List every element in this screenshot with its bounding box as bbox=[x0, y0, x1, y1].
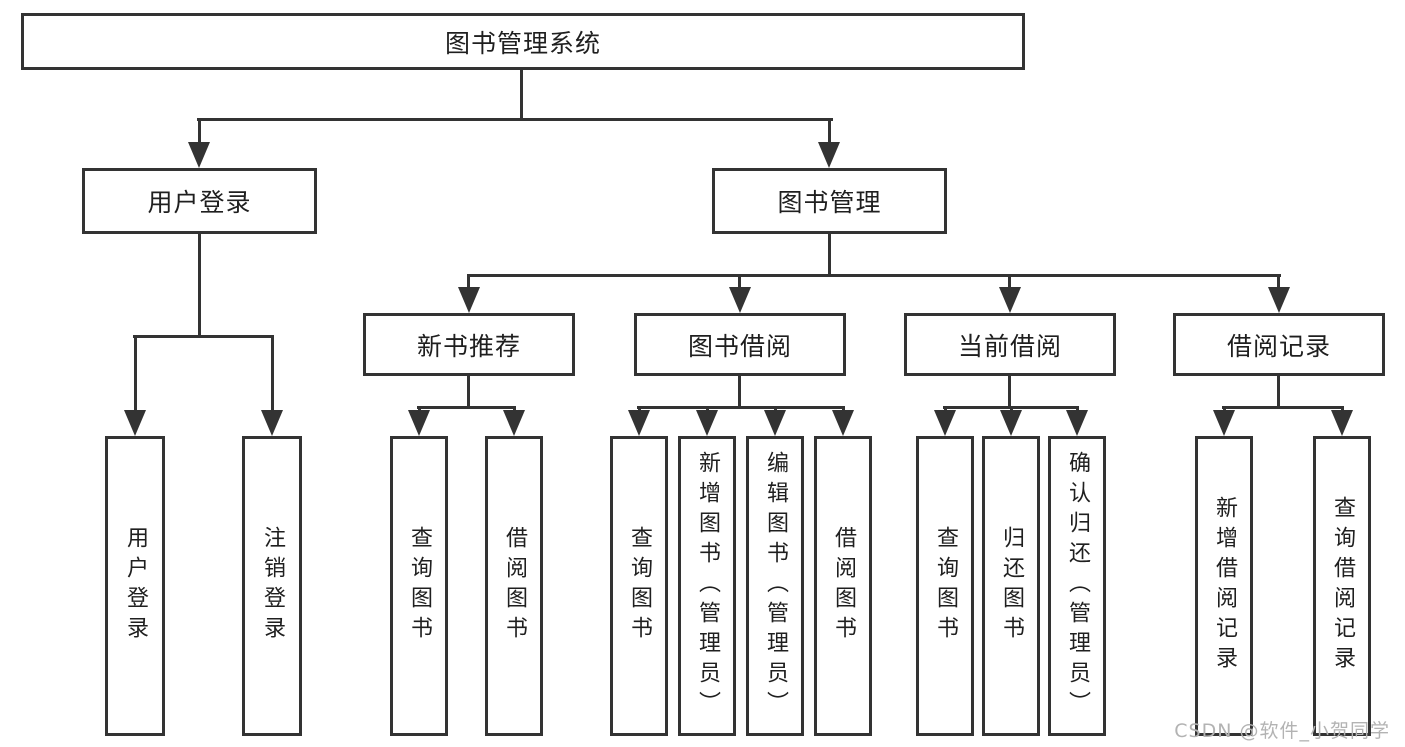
arrow-down-icon bbox=[764, 410, 786, 436]
arrow-down-icon bbox=[729, 287, 751, 313]
connector-line bbox=[637, 406, 845, 409]
watermark: CSDN @软件_小贺同学 bbox=[1174, 720, 1390, 742]
leaf-borrow-books: 借阅图书 bbox=[814, 436, 872, 736]
arrow-down-icon bbox=[188, 142, 210, 168]
connector-line bbox=[828, 118, 831, 144]
connector-line bbox=[706, 406, 709, 412]
connector-line bbox=[1076, 406, 1079, 412]
arrow-down-icon bbox=[818, 142, 840, 168]
node-user-login: 用户登录 bbox=[82, 168, 317, 234]
connector-line bbox=[1223, 406, 1226, 412]
leaf-edit-book-admin: 编辑图书（管理员） bbox=[746, 436, 804, 736]
arrow-down-icon bbox=[999, 287, 1021, 313]
connector-line bbox=[738, 277, 741, 289]
arrow-down-icon bbox=[261, 410, 283, 436]
connector-line bbox=[1341, 406, 1344, 412]
leaf-query-books-borrow: 查询图书 bbox=[610, 436, 668, 736]
arrow-down-icon bbox=[503, 410, 525, 436]
connector-line bbox=[638, 406, 641, 412]
connector-line bbox=[467, 274, 1281, 277]
arrow-down-icon bbox=[1213, 410, 1235, 436]
leaf-query-books-recommend: 查询图书 bbox=[390, 436, 448, 736]
leaf-logout: 注销登录 bbox=[242, 436, 302, 736]
arrow-down-icon bbox=[1331, 410, 1353, 436]
connector-line bbox=[1277, 277, 1280, 289]
connector-line bbox=[1277, 376, 1280, 409]
connector-line bbox=[738, 376, 741, 409]
node-library-system: 图书管理系统 bbox=[21, 13, 1025, 70]
arrow-down-icon bbox=[124, 410, 146, 436]
leaf-user-login: 用户登录 bbox=[105, 436, 165, 736]
node-current-borrow: 当前借阅 bbox=[904, 313, 1116, 376]
connector-root-stem bbox=[520, 70, 523, 121]
connector-line bbox=[467, 277, 470, 289]
arrow-down-icon bbox=[1000, 410, 1022, 436]
connector-line bbox=[828, 234, 831, 277]
connector-line bbox=[944, 406, 947, 412]
connector-line bbox=[774, 406, 777, 412]
connector-line bbox=[133, 335, 274, 338]
connector-line bbox=[842, 406, 845, 412]
connector-line bbox=[198, 234, 201, 338]
node-book-borrow: 图书借阅 bbox=[634, 313, 846, 376]
connector-line bbox=[1222, 406, 1344, 409]
connector-line bbox=[417, 406, 516, 409]
connector-line bbox=[1008, 277, 1011, 289]
arrow-down-icon bbox=[696, 410, 718, 436]
leaf-return-books: 归还图书 bbox=[982, 436, 1040, 736]
arrow-down-icon bbox=[934, 410, 956, 436]
node-book-management: 图书管理 bbox=[712, 168, 947, 234]
leaf-query-borrow-record: 查询借阅记录 bbox=[1313, 436, 1371, 736]
connector-line bbox=[513, 406, 516, 412]
node-borrow-records: 借阅记录 bbox=[1173, 313, 1385, 376]
node-new-book-recommend: 新书推荐 bbox=[363, 313, 575, 376]
leaf-add-book-admin: 新增图书（管理员） bbox=[678, 436, 736, 736]
connector-line bbox=[198, 118, 201, 144]
leaf-add-borrow-record: 新增借阅记录 bbox=[1195, 436, 1253, 736]
arrow-down-icon bbox=[458, 287, 480, 313]
arrow-down-icon bbox=[408, 410, 430, 436]
connector-line bbox=[134, 335, 137, 413]
connector-line bbox=[1010, 406, 1013, 412]
arrow-down-icon bbox=[1066, 410, 1088, 436]
connector-line bbox=[1008, 376, 1011, 409]
leaf-borrow-books-recommend: 借阅图书 bbox=[485, 436, 543, 736]
arrow-down-icon bbox=[1268, 287, 1290, 313]
connector-line bbox=[467, 376, 470, 409]
connector-root-branch bbox=[197, 118, 833, 121]
arrow-down-icon bbox=[628, 410, 650, 436]
arrow-down-icon bbox=[832, 410, 854, 436]
connector-line bbox=[418, 406, 421, 412]
connector-line bbox=[271, 335, 274, 413]
leaf-query-books-current: 查询图书 bbox=[916, 436, 974, 736]
leaf-confirm-return-admin: 确认归还（管理员） bbox=[1048, 436, 1106, 736]
